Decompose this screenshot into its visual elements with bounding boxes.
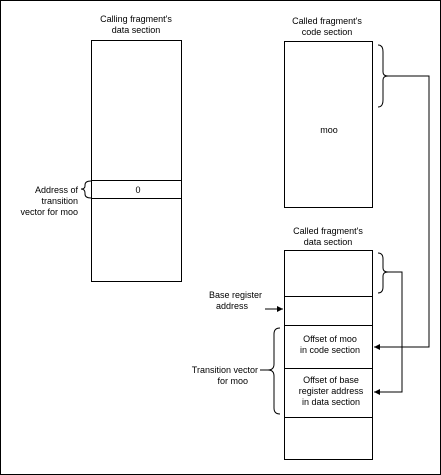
address-label-line2: transition [41, 196, 78, 206]
called-data-title-line2: data section [304, 237, 353, 247]
address-brace [80, 180, 92, 199]
code-moo-label: moo [320, 125, 338, 135]
calling-cell-value: 0 [135, 185, 140, 195]
calling-title-line2: data section [112, 25, 161, 35]
code-section-box [284, 41, 373, 208]
data-to-base-arrow [374, 271, 403, 395]
data-brace [377, 252, 389, 294]
cell1-line2: in code section [300, 345, 360, 355]
called-data-box [284, 250, 373, 460]
address-label-line3: vector for moo [20, 207, 78, 217]
calling-title-line1: Calling fragment's [100, 14, 172, 24]
cell2-line2: register address [299, 386, 364, 396]
transition-vector-brace [267, 327, 281, 415]
base-register-line2: address [216, 301, 249, 311]
address-label-line1: Address of [35, 185, 79, 195]
called-data-title-line1: Called fragment's [293, 226, 363, 236]
calling-data-box [91, 40, 182, 282]
code-brace [377, 44, 389, 108]
transition-vector-line1: Transition vector [192, 365, 258, 375]
base-register-line1: Base register [209, 290, 262, 300]
cell2-line1: Offset of base [303, 375, 359, 385]
code-title-line2: code section [302, 27, 353, 37]
code-title-line1: Called fragment's [292, 16, 362, 26]
transition-vector-line2: for moo [217, 376, 248, 386]
cell2-line3: in data section [302, 397, 360, 407]
cell1-line1: Offset of moo [303, 334, 357, 344]
